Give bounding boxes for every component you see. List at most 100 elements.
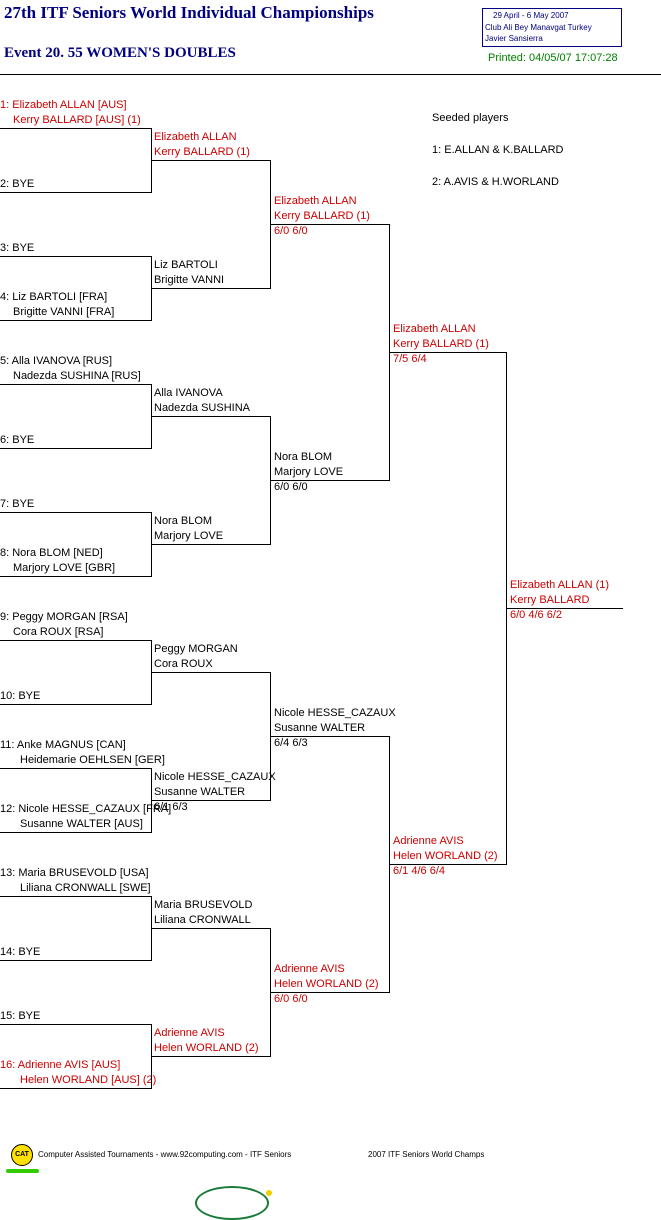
- bracket-line: [151, 128, 152, 193]
- bracket-line: [390, 352, 507, 353]
- itf-logo: [195, 1186, 269, 1220]
- player-name: Nora BLOM: [274, 451, 333, 463]
- partner-name: Nadezda SUSHINA [RUS]: [13, 370, 141, 382]
- player-name: Elizabeth ALLAN (1): [510, 579, 610, 591]
- partner-name: Helen WORLAND (2): [154, 1042, 259, 1054]
- seeded-players-title: Seeded players: [432, 112, 509, 124]
- match-score: 6/0 6/0: [274, 481, 308, 493]
- partner-name: Liliana CRONWALL [SWE]: [20, 882, 151, 894]
- bracket-line: [270, 672, 271, 801]
- partner-name: Cora ROUX: [154, 658, 213, 670]
- partner-name: Helen WORLAND [AUS] (2): [20, 1074, 157, 1086]
- printed-timestamp: Printed: 04/05/07 17:07:28: [488, 52, 618, 64]
- player-name: 10: BYE: [0, 690, 41, 702]
- partner-name: Kerry BALLARD: [510, 594, 590, 606]
- partner-name: Marjory LOVE: [274, 466, 344, 478]
- bracket-line: [0, 576, 152, 577]
- bracket-line: [389, 224, 390, 481]
- player-name: 5: Alla IVANOVA [RUS]: [0, 355, 113, 367]
- player-name: Elizabeth ALLAN: [393, 323, 476, 335]
- bracket-line: [506, 352, 507, 865]
- bracket-line: [152, 800, 271, 801]
- player-name: 16: Adrienne AVIS [AUS]: [0, 1059, 121, 1071]
- bracket-line: [0, 832, 152, 833]
- bracket-line: [270, 928, 271, 1057]
- player-name: Adrienne AVIS: [393, 835, 464, 847]
- match-score: 6/0 6/0: [274, 225, 308, 237]
- cat-logo-bar: [6, 1169, 39, 1173]
- match-score: 7/5 6/4: [393, 353, 427, 365]
- partner-name: Cora ROUX [RSA]: [13, 626, 104, 638]
- bracket-line: [0, 960, 152, 961]
- header-divider: [0, 74, 661, 75]
- partner-name: Kerry BALLARD (1): [274, 210, 370, 222]
- player-name: Elizabeth ALLAN: [274, 195, 357, 207]
- bracket-line: [271, 480, 390, 481]
- player-name: 3: BYE: [0, 242, 35, 254]
- tournament-dates: 29 April - 6 May 2007: [493, 11, 569, 20]
- bracket-line: [0, 128, 152, 129]
- bracket-line: [507, 608, 623, 609]
- player-name: 1: Elizabeth ALLAN [AUS]: [0, 99, 127, 111]
- bracket-line: [271, 736, 390, 737]
- partner-name: Kerry BALLARD (1): [154, 146, 250, 158]
- page-title: 27th ITF Seniors World Individual Champi…: [4, 3, 374, 22]
- partner-name: Helen WORLAND (2): [274, 978, 379, 990]
- bracket-line: [151, 512, 152, 577]
- footer-event: 2007 ITF Seniors World Champs: [368, 1150, 485, 1159]
- match-score: 6/4 6/3: [274, 737, 308, 749]
- bracket-line: [0, 448, 152, 449]
- player-name: Adrienne AVIS: [154, 1027, 225, 1039]
- seed-item: 2: A.AVIS & H.WORLAND: [432, 176, 559, 188]
- player-name: Adrienne AVIS: [274, 963, 345, 975]
- bracket-line: [389, 736, 390, 993]
- player-name: 13: Maria BRUSEVOLD [USA]: [0, 867, 149, 879]
- bracket-line: [0, 1024, 152, 1025]
- event-title: Event 20. 55 WOMEN'S DOUBLES: [4, 45, 236, 61]
- tournament-info-box: 29 April - 6 May 2007 Club Ali Bey Manav…: [482, 8, 622, 47]
- bracket-line: [0, 512, 152, 513]
- bracket-line: [0, 256, 152, 257]
- bracket-line: [152, 288, 271, 289]
- bracket-line: [152, 928, 271, 929]
- tournament-referee: Javier Sansierra: [485, 34, 543, 43]
- player-name: Alla IVANOVA: [154, 387, 223, 399]
- partner-name: Susanne WALTER: [274, 722, 366, 734]
- bracket-line: [270, 416, 271, 545]
- match-score: 6/1 6/3: [154, 801, 188, 813]
- bracket-line: [152, 544, 271, 545]
- player-name: 15: BYE: [0, 1010, 41, 1022]
- bracket-line: [0, 640, 152, 641]
- player-name: 11: Anke MAGNUS [CAN]: [0, 739, 126, 751]
- player-name: 7: BYE: [0, 498, 35, 510]
- bracket-line: [151, 640, 152, 705]
- bracket-line: [152, 1056, 271, 1057]
- bracket-line: [151, 896, 152, 961]
- player-name: Elizabeth ALLAN: [154, 131, 237, 143]
- bracket-line: [151, 256, 152, 321]
- bracket-line: [390, 864, 507, 865]
- match-score: 6/0 4/6 6/2: [510, 609, 562, 621]
- player-name: Nicole HESSE_CAZAUX: [274, 707, 396, 719]
- bracket-line: [0, 896, 152, 897]
- bracket-line: [0, 704, 152, 705]
- partner-name: Marjory LOVE [GBR]: [13, 562, 116, 574]
- bracket-line: [271, 992, 390, 993]
- bracket-line: [151, 768, 152, 833]
- player-name: 4: Liz BARTOLI [FRA]: [0, 291, 108, 303]
- partner-name: Kerry BALLARD [AUS] (1): [13, 114, 141, 126]
- footer-credit: Computer Assisted Tournaments - www.92co…: [38, 1150, 292, 1159]
- partner-name: Nadezda SUSHINA: [154, 402, 250, 414]
- bracket-line: [0, 384, 152, 385]
- bracket-line: [152, 672, 271, 673]
- seed-item: 1: E.ALLAN & K.BALLARD: [432, 144, 564, 156]
- match-score: 6/1 4/6 6/4: [393, 865, 445, 877]
- player-name: 12: Nicole HESSE_CAZAUX [FRA]: [0, 803, 172, 815]
- player-name: 14: BYE: [0, 946, 41, 958]
- bracket-line: [271, 224, 390, 225]
- player-name: Nora BLOM: [154, 515, 213, 527]
- player-name: 9: Peggy MORGAN [RSA]: [0, 611, 128, 623]
- cat-logo: CAT: [11, 1144, 33, 1166]
- player-name: 6: BYE: [0, 434, 35, 446]
- bracket-line: [152, 160, 271, 161]
